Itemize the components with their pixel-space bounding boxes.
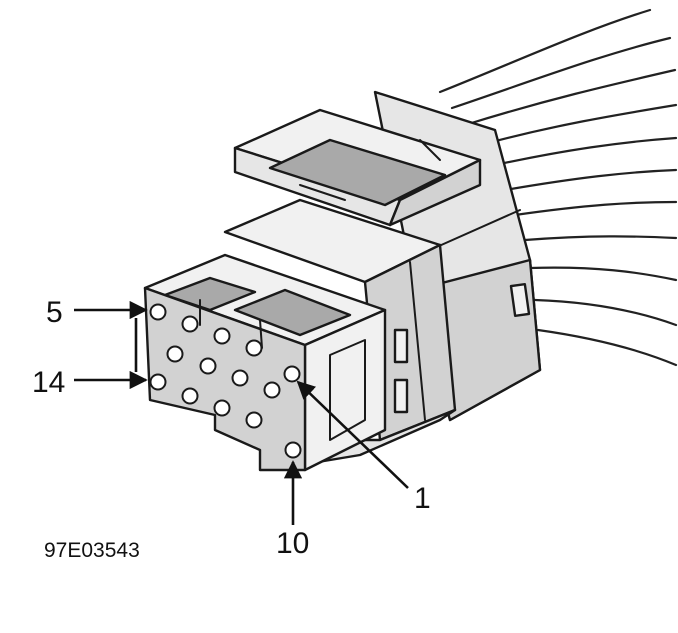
locking-latch [233,108,482,227]
pin-hole-14 [149,373,167,391]
pin-14-label: 14 [32,366,65,399]
connector-shroud [223,198,457,467]
pin-face-block [143,253,387,472]
pin-hole-1 [283,365,301,383]
pin-hole-10 [284,441,302,459]
wire-harness [438,8,678,367]
pin-1-leader [296,380,409,489]
pin-hole-5 [149,303,167,321]
pin-5-label: 5 [46,296,63,329]
pin-hole [231,369,249,387]
pin-1-label: 1 [414,482,431,515]
pin-hole [263,381,281,399]
pin-10-label: 10 [276,527,309,560]
pin-hole [166,345,184,363]
pin-hole [245,339,263,357]
figure-code: 97E03543 [44,539,140,562]
pin-hole [245,411,263,429]
pin-hole [181,387,199,405]
contact-holes [149,303,302,459]
pin-hole [181,315,199,333]
pin-hole [213,399,231,417]
pin-hole [213,327,231,345]
pin-hole [199,357,217,375]
